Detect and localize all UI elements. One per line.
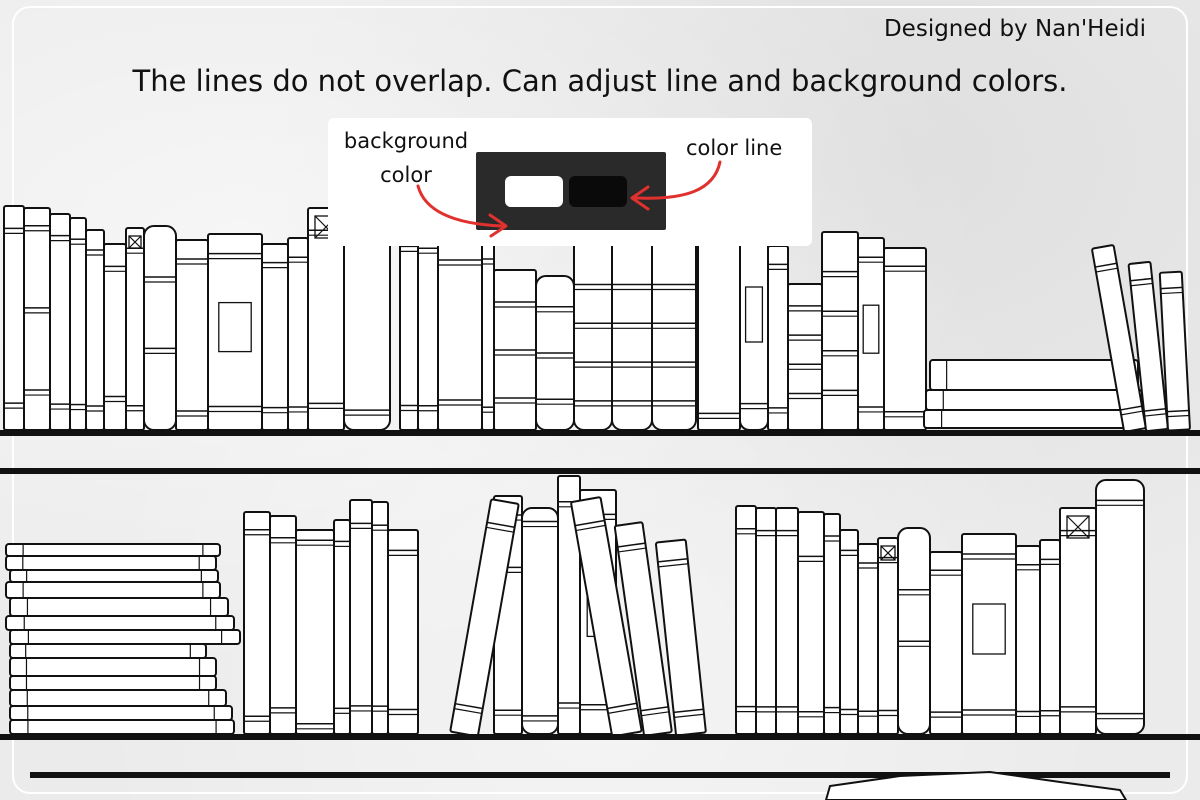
book-spine bbox=[775, 507, 799, 735]
book-spine bbox=[535, 275, 575, 431]
stacked-book bbox=[9, 643, 207, 659]
bottom-shelf-board bbox=[0, 734, 1200, 740]
book-spine bbox=[797, 511, 825, 735]
book-spine bbox=[735, 505, 757, 735]
book-spine bbox=[493, 269, 537, 431]
book-spine bbox=[23, 207, 51, 431]
book-spine bbox=[557, 475, 581, 735]
headline: The lines do not overlap. Can adjust lin… bbox=[132, 64, 1068, 98]
book-spine bbox=[371, 501, 389, 735]
book-spine bbox=[243, 511, 271, 735]
book-spine bbox=[261, 243, 289, 431]
stacked-book bbox=[5, 555, 217, 571]
book-spine bbox=[929, 551, 963, 735]
book-spine bbox=[823, 513, 841, 735]
stacked-book bbox=[9, 675, 217, 691]
book-spine bbox=[417, 227, 439, 431]
book-spine bbox=[3, 205, 25, 431]
stacked-book bbox=[929, 359, 1139, 391]
book-spine bbox=[1095, 479, 1145, 735]
background-color-swatch[interactable] bbox=[505, 176, 563, 207]
book-spine bbox=[85, 229, 105, 431]
book-spine bbox=[697, 221, 741, 431]
book-spine bbox=[877, 537, 899, 735]
book-spine bbox=[481, 239, 495, 431]
book-spine bbox=[611, 235, 653, 431]
book-spine bbox=[287, 237, 309, 431]
book-spine bbox=[821, 231, 859, 431]
partial-book-bottom bbox=[824, 770, 1128, 800]
book-spine bbox=[767, 245, 789, 431]
book-spine bbox=[857, 237, 885, 431]
book-spine bbox=[857, 543, 879, 735]
book-spine bbox=[961, 533, 1017, 735]
book-spine bbox=[175, 239, 209, 431]
stacked-book bbox=[925, 389, 1143, 411]
book-spine bbox=[1039, 539, 1061, 735]
stacked-book bbox=[9, 569, 219, 583]
floor-shelf-board bbox=[30, 772, 1170, 778]
book-spine bbox=[839, 529, 859, 735]
book-spine bbox=[399, 225, 419, 431]
book-spine bbox=[349, 499, 373, 735]
book-spine bbox=[143, 225, 177, 431]
book-spine bbox=[787, 283, 823, 431]
book-spine bbox=[69, 217, 87, 431]
top-shelf-board bbox=[0, 430, 1200, 436]
color-swatch-box bbox=[476, 152, 666, 230]
line-color-swatch[interactable] bbox=[569, 176, 627, 207]
book-spine bbox=[897, 527, 931, 735]
book-spine bbox=[573, 235, 613, 431]
stacked-book bbox=[9, 705, 233, 721]
designer-credit: Designed by Nan'Heidi bbox=[883, 16, 1146, 42]
line-color-label: color line bbox=[686, 136, 783, 160]
book-spine bbox=[387, 529, 419, 735]
stacked-book bbox=[5, 543, 221, 557]
book-spine bbox=[521, 507, 559, 735]
book-spine bbox=[1015, 545, 1041, 735]
stacked-book bbox=[9, 689, 227, 707]
book-spine bbox=[755, 507, 777, 735]
book-spine bbox=[333, 519, 351, 735]
book-spine bbox=[125, 227, 145, 431]
stacked-book bbox=[5, 615, 235, 631]
book-spine bbox=[207, 233, 263, 431]
middle-shelf-board bbox=[0, 468, 1200, 474]
stacked-book bbox=[923, 409, 1145, 429]
stacked-book bbox=[9, 719, 235, 735]
book-spine bbox=[1059, 507, 1097, 735]
book-spine bbox=[651, 235, 697, 431]
book-spine bbox=[883, 247, 927, 431]
background-color-label: background color bbox=[343, 129, 469, 187]
book-spine bbox=[103, 243, 127, 431]
stacked-book bbox=[5, 581, 221, 599]
stacked-book bbox=[9, 657, 217, 677]
book-spine bbox=[295, 529, 335, 735]
stacked-book bbox=[9, 597, 229, 617]
book-spine bbox=[269, 515, 297, 735]
book-spine bbox=[437, 229, 483, 431]
book-spine bbox=[49, 213, 71, 431]
stacked-book bbox=[9, 629, 241, 645]
